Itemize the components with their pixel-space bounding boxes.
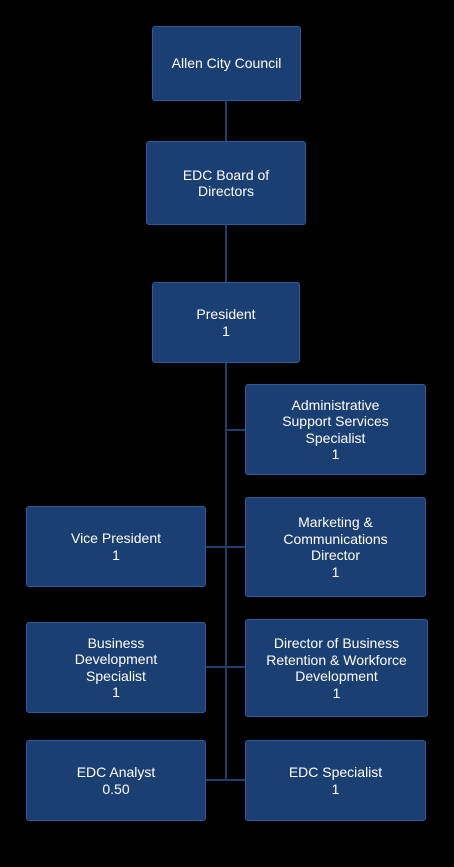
- node-title-line: EDC Board of: [182, 166, 270, 183]
- node-title-line: Development: [295, 668, 378, 684]
- node-title-line: Support Services: [282, 413, 389, 429]
- node-director-business-retention-workforce-development: Director of Business Retention & Workfor…: [245, 619, 428, 717]
- node-count: 1: [112, 684, 120, 700]
- node-count: 1: [112, 546, 120, 563]
- node-count: 1: [331, 780, 340, 797]
- node-count: 1: [332, 684, 341, 701]
- node-edc-specialist: EDC Specialist 1: [245, 740, 426, 821]
- node-business-development-specialist: Business Development Specialist 1: [26, 622, 206, 713]
- node-title-line: Directors: [197, 183, 254, 199]
- node-title-line: Specialist: [305, 429, 366, 446]
- node-title-line: Development: [74, 651, 158, 667]
- node-administrative-support-services-specialist: Administrative Support Services Speciali…: [245, 384, 426, 475]
- node-count: 0.50: [102, 780, 130, 797]
- node-title-line: EDC Analyst: [76, 764, 156, 780]
- node-title-line: Business: [87, 634, 145, 651]
- node-vice-president: Vice President 1: [26, 506, 206, 587]
- node-count: 1: [331, 446, 340, 462]
- node-title-line: EDC Specialist: [288, 764, 383, 780]
- node-edc-analyst: EDC Analyst 0.50: [26, 740, 206, 821]
- node-title-line: Director: [310, 547, 360, 563]
- node-title-line: Specialist: [86, 667, 146, 684]
- node-title-line: Marketing &: [298, 514, 373, 530]
- node-title-line: President: [196, 306, 256, 322]
- node-title-line: Allen City Council: [171, 55, 282, 72]
- node-allen-city-council: Allen City Council: [152, 26, 301, 101]
- node-marketing-communications-director: Marketing & Communications Director 1: [245, 497, 426, 597]
- node-title-line: Retention & Workforce: [266, 651, 407, 668]
- node-count: 1: [331, 563, 340, 580]
- node-title-line: Director of Business: [273, 635, 400, 651]
- node-title-line: Vice President: [70, 530, 161, 546]
- node-president: President 1: [152, 282, 300, 363]
- node-title-line: Administrative: [291, 396, 380, 413]
- node-title-line: Communications: [283, 530, 388, 547]
- node-edc-board-of-directors: EDC Board of Directors: [146, 141, 306, 225]
- node-count: 1: [222, 322, 230, 339]
